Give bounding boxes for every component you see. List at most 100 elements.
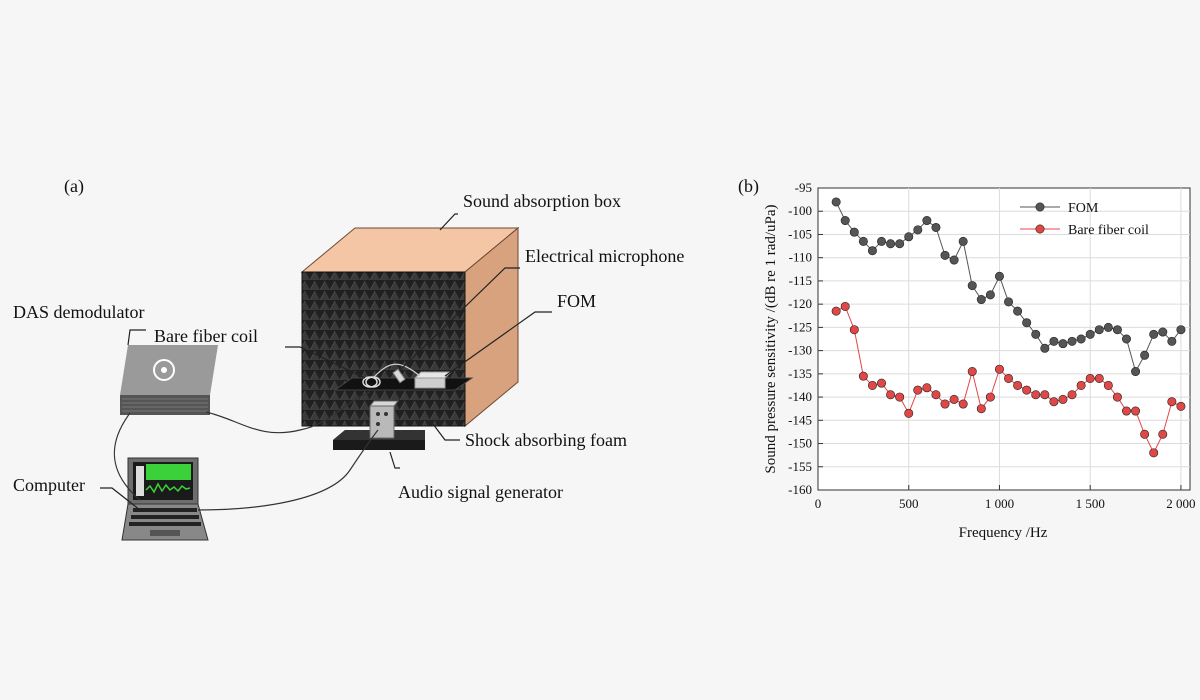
data-point (949, 394, 959, 404)
data-point (1058, 339, 1068, 349)
legend-marker (1035, 202, 1045, 212)
label-das-demodulator: DAS demodulator (13, 302, 144, 322)
data-point (967, 281, 977, 291)
computer-shape (121, 457, 209, 541)
data-point (1112, 325, 1122, 335)
cable-computer-to-generator (197, 429, 379, 511)
microphone-shape (392, 368, 406, 384)
y-tick-label: -105 (788, 226, 812, 241)
legend-item: FOM (1020, 201, 1099, 216)
data-point (940, 399, 950, 409)
data-point (1013, 380, 1023, 390)
data-point (904, 408, 914, 418)
data-point (877, 378, 887, 388)
data-point (886, 239, 896, 249)
data-point (1131, 367, 1141, 377)
data-point (840, 301, 850, 311)
series-bare-fiber-coil (831, 301, 1186, 458)
data-point (922, 216, 932, 226)
label-sound-absorption-box: Sound absorption box (463, 191, 621, 211)
data-point (1149, 448, 1159, 458)
data-point (913, 385, 923, 395)
data-point (867, 246, 877, 256)
x-axis-label: Frequency /Hz (959, 525, 1048, 541)
data-point (976, 404, 986, 414)
data-point (1067, 390, 1077, 400)
data-point (1085, 373, 1095, 383)
x-tick-label: 2 000 (1166, 496, 1195, 511)
data-point (858, 371, 868, 381)
data-point (1158, 327, 1168, 337)
data-point (958, 399, 968, 409)
data-point (831, 197, 841, 207)
data-point (895, 239, 905, 249)
data-point (994, 364, 1004, 374)
data-point (1022, 318, 1032, 328)
legend-label: FOM (1068, 201, 1099, 216)
data-point (994, 271, 1004, 281)
data-point (877, 236, 887, 246)
data-point (949, 255, 959, 265)
data-point (1103, 380, 1113, 390)
data-point (1085, 329, 1095, 339)
data-point (1049, 397, 1059, 407)
data-point (849, 227, 859, 237)
y-tick-label: -100 (788, 203, 812, 218)
leader-lines (100, 213, 552, 511)
y-tick-label: -120 (788, 296, 812, 311)
y-tick-label: -130 (788, 343, 812, 358)
label-fom: FOM (557, 291, 596, 311)
grid-lines (818, 188, 1190, 490)
x-tick-label: 500 (899, 496, 919, 511)
y-tick-label: -160 (788, 482, 812, 497)
data-point (1040, 390, 1050, 400)
data-point (1158, 429, 1168, 439)
label-electrical-microphone: Electrical microphone (525, 246, 684, 266)
data-point (1103, 322, 1113, 332)
data-point (1131, 406, 1141, 416)
y-tick-label: -145 (788, 412, 812, 427)
data-point (831, 306, 841, 316)
legend-marker (1035, 224, 1045, 234)
data-point (1013, 306, 1023, 316)
label-bare-fiber-coil: Bare fiber coil (154, 326, 258, 346)
data-point (985, 290, 995, 300)
data-point (976, 295, 986, 305)
data-point (940, 250, 950, 260)
label-shock-absorbing-foam: Shock absorbing foam (465, 430, 627, 450)
data-point (1167, 397, 1177, 407)
data-point (985, 392, 995, 402)
data-point (840, 216, 850, 226)
data-point (886, 390, 896, 400)
panel-a-diagram: (a) (13, 176, 684, 541)
data-point (931, 222, 941, 232)
x-tick-label: 0 (815, 496, 822, 511)
data-point (1112, 392, 1122, 402)
data-point (1076, 380, 1086, 390)
data-point (1040, 343, 1050, 353)
data-series (831, 197, 1186, 458)
data-point (1121, 334, 1131, 344)
data-point (1176, 325, 1186, 335)
label-audio-signal-generator: Audio signal generator (398, 482, 563, 502)
data-point (1149, 329, 1159, 339)
y-tick-label: -110 (789, 250, 812, 265)
fan-icon (153, 359, 175, 381)
data-point (849, 325, 859, 335)
data-point (1031, 390, 1041, 400)
data-point (1004, 297, 1014, 307)
data-point (1094, 325, 1104, 335)
audio-generator-stand (333, 400, 425, 450)
data-point (1004, 373, 1014, 383)
data-point (1121, 406, 1131, 416)
y-tick-label: -125 (788, 319, 812, 334)
data-point (1176, 401, 1186, 411)
screen-waveform (146, 464, 191, 480)
y-tick-label: -95 (795, 180, 812, 195)
box-front-face (301, 271, 466, 427)
audio-signal-generator-shape (369, 405, 395, 439)
series-fom (831, 197, 1186, 377)
